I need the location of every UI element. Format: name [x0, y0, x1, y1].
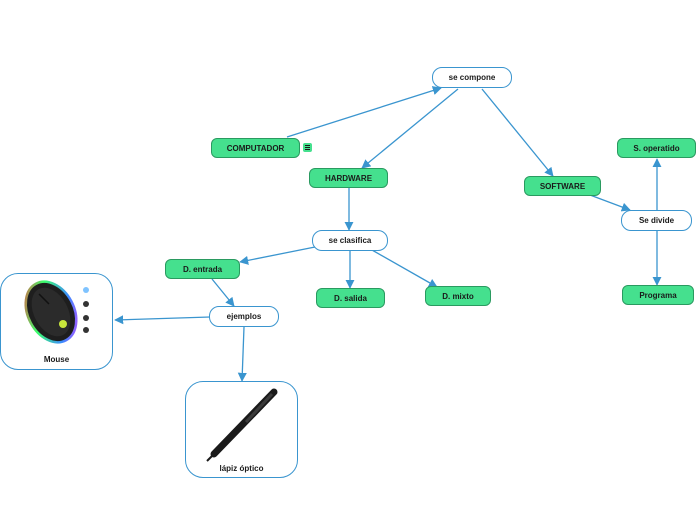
- node-se-compone[interactable]: se compone: [432, 67, 512, 88]
- node-label: Programa: [639, 290, 677, 300]
- node-ejemplos[interactable]: ejemplos: [209, 306, 279, 327]
- node-label: se compone: [448, 73, 496, 82]
- node-label: S. operatido: [633, 143, 680, 153]
- edge-computador-secompone: [286, 86, 442, 138]
- edge-seclasifica-dmixto: [371, 249, 438, 288]
- node-label: se clasifica: [328, 236, 372, 245]
- mouse-caption: Mouse: [43, 355, 70, 364]
- edge-software-sedivide: [589, 194, 631, 212]
- node-se-clasifica[interactable]: se clasifica: [312, 230, 388, 251]
- node-d-mixto[interactable]: D. mixto: [425, 286, 491, 306]
- node-se-divide[interactable]: Se divide: [621, 210, 692, 231]
- mouse-image-node[interactable]: Mouse: [0, 273, 113, 370]
- node-s-operativo[interactable]: S. operatido: [617, 138, 696, 158]
- node-label: D. salida: [334, 293, 367, 303]
- edge-seclasifica-dentrada: [239, 246, 316, 265]
- node-label: D. mixto: [442, 291, 474, 301]
- edge-ejemplos-mouse: [114, 315, 211, 325]
- edge-secompone-hardware: [361, 88, 459, 169]
- node-label: Se divide: [638, 216, 675, 225]
- node-label: ejemplos: [226, 312, 262, 321]
- node-label: D. entrada: [182, 264, 223, 274]
- node-hardware[interactable]: HARDWARE: [309, 168, 388, 188]
- node-d-entrada[interactable]: D. entrada: [165, 259, 240, 279]
- lapiz-caption: lápiz óptico: [219, 464, 264, 473]
- mouse-image: [24, 280, 89, 344]
- node-d-salida[interactable]: D. salida: [316, 288, 385, 308]
- edge-ejemplos-lapiz: [237, 326, 247, 382]
- node-label: SOFTWARE: [539, 181, 586, 191]
- node-label: COMPUTADOR: [226, 143, 285, 153]
- edge-dentrada-ejemplos: [211, 278, 235, 307]
- node-programa[interactable]: Programa: [622, 285, 694, 305]
- edge-secompone-software: [481, 88, 554, 177]
- menu-icon[interactable]: [303, 143, 312, 152]
- node-computador[interactable]: COMPUTADOR: [211, 138, 300, 158]
- lapiz-image-node[interactable]: lápiz óptico: [185, 381, 298, 478]
- node-label: HARDWARE: [324, 173, 373, 183]
- node-software[interactable]: SOFTWARE: [524, 176, 601, 196]
- stylus-pen-image: [206, 388, 278, 462]
